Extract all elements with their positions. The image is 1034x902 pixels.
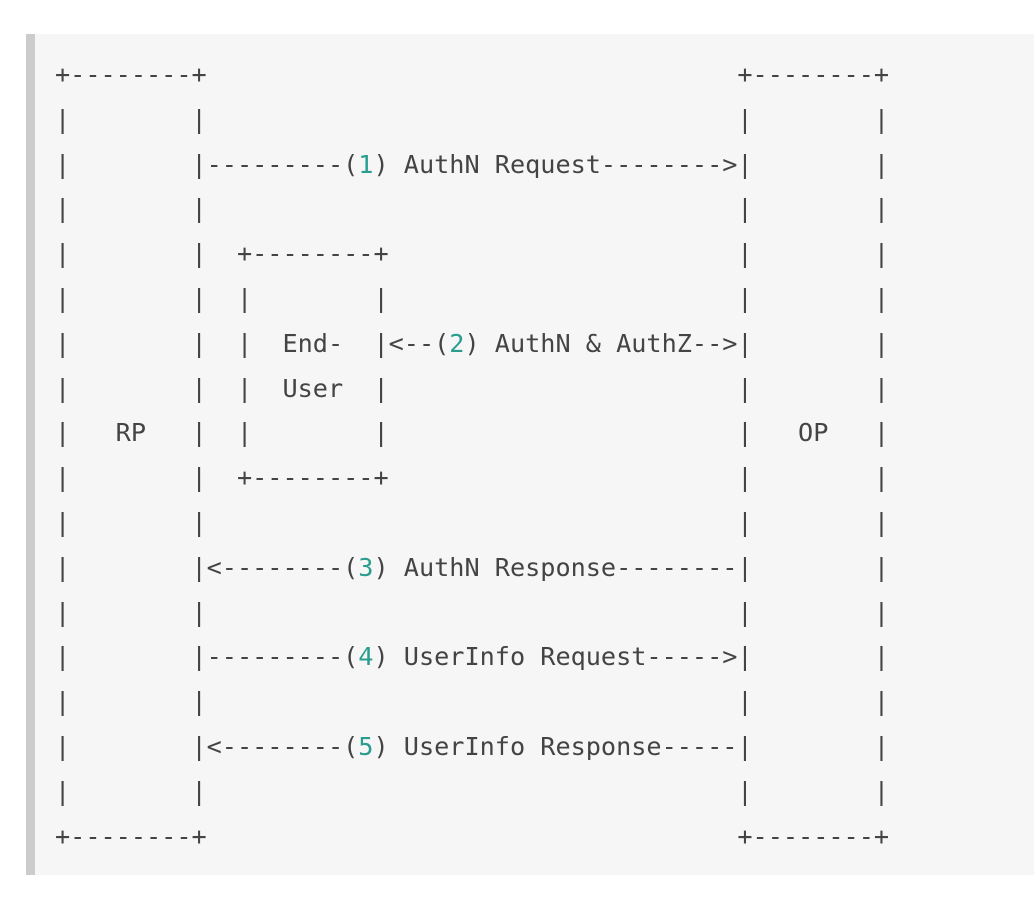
diagram-line: +--------+ +--------+ — [55, 821, 890, 851]
diagram-line: | | | | — [55, 687, 890, 717]
step-number: 5 — [358, 731, 374, 761]
diagram-line: | | +--------+ | | — [55, 463, 890, 493]
diagram-line: | | +--------+ | | — [55, 239, 890, 269]
diagram-line: | | | | — [55, 776, 890, 806]
diagram-line: | | | | — [55, 194, 890, 224]
diagram-line: | | | | — [55, 597, 890, 627]
diagram-line: | | | User | | | — [55, 373, 890, 403]
step-number: 1 — [358, 149, 374, 179]
step-number: 2 — [449, 328, 465, 358]
diagram-line: | |<--------(5) UserInfo Response-----| … — [55, 731, 890, 761]
diagram-line: | RP | | | | OP | — [55, 418, 890, 448]
ascii-sequence-diagram: +--------+ +--------+ | | | | | |-------… — [55, 53, 889, 859]
diagram-line: | | | End- |<--(2) AuthN & AuthZ-->| | — [55, 328, 890, 358]
diagram-line: | |---------(4) UserInfo Request----->| … — [55, 642, 890, 672]
diagram-line: | |---------(1) AuthN Request-------->| … — [55, 149, 890, 179]
step-number: 3 — [358, 552, 374, 582]
step-number: 4 — [358, 642, 374, 672]
diagram-line: +--------+ +--------+ — [55, 60, 890, 89]
diagram-line: | | | | — [55, 104, 890, 134]
code-block: +--------+ +--------+ | | | | | |-------… — [26, 34, 1034, 875]
diagram-line: | |<--------(3) AuthN Response--------| … — [55, 552, 890, 582]
diagram-line: | | | | — [55, 507, 890, 537]
diagram-line: | | | | | | — [55, 283, 890, 313]
